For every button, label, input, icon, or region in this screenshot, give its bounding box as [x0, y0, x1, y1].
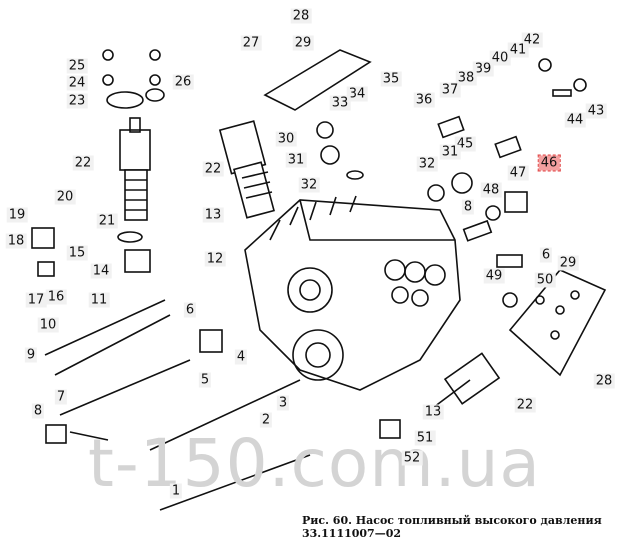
- callout-50[interactable]: 50: [534, 272, 556, 288]
- figure-caption: Рис. 60. Насос топливный высокого давлен…: [302, 514, 602, 540]
- callout-6[interactable]: 6: [183, 302, 197, 318]
- callout-25[interactable]: 25: [66, 58, 88, 74]
- callout-23[interactable]: 23: [66, 93, 88, 109]
- callout-28[interactable]: 28: [593, 373, 615, 389]
- callout-10[interactable]: 10: [37, 317, 59, 333]
- callout-29[interactable]: 29: [292, 35, 314, 51]
- callout-27[interactable]: 27: [240, 35, 262, 51]
- side-cover: [508, 269, 607, 377]
- callout-21[interactable]: 21: [96, 213, 118, 229]
- small-parts: [31, 49, 587, 444]
- callout-8[interactable]: 8: [31, 403, 45, 419]
- callout-31[interactable]: 31: [285, 152, 307, 168]
- callout-34[interactable]: 34: [346, 86, 368, 102]
- callout-22[interactable]: 22: [72, 155, 94, 171]
- pump-housing: [244, 195, 461, 391]
- callout-49[interactable]: 49: [483, 268, 505, 284]
- control-rods: [44, 299, 311, 511]
- callout-32[interactable]: 32: [416, 156, 438, 172]
- plunger-pair-left: [119, 117, 151, 221]
- callout-20[interactable]: 20: [54, 189, 76, 205]
- callout-1[interactable]: 1: [169, 483, 183, 499]
- callout-39[interactable]: 39: [472, 61, 494, 77]
- callout-11[interactable]: 11: [88, 292, 110, 308]
- callout-9[interactable]: 9: [24, 347, 38, 363]
- callout-18[interactable]: 18: [5, 233, 27, 249]
- callout-28[interactable]: 28: [290, 8, 312, 24]
- callout-12[interactable]: 12: [204, 251, 226, 267]
- callout-46-highlighted[interactable]: 46: [537, 154, 561, 172]
- top-cover: [263, 49, 372, 111]
- callout-19[interactable]: 19: [6, 207, 28, 223]
- callout-32[interactable]: 32: [298, 177, 320, 193]
- callout-31[interactable]: 31: [439, 144, 461, 160]
- callout-6[interactable]: 6: [539, 247, 553, 263]
- callout-5[interactable]: 5: [198, 372, 212, 388]
- callout-4[interactable]: 4: [234, 349, 248, 365]
- callout-52[interactable]: 52: [401, 450, 423, 466]
- callout-47[interactable]: 47: [507, 165, 529, 181]
- callout-3[interactable]: 3: [276, 395, 290, 411]
- callout-13[interactable]: 13: [202, 207, 224, 223]
- callout-17[interactable]: 17: [25, 292, 47, 308]
- callout-13[interactable]: 13: [422, 404, 444, 420]
- plunger-pair-middle: [218, 120, 275, 219]
- callout-15[interactable]: 15: [66, 245, 88, 261]
- callout-16[interactable]: 16: [45, 289, 67, 305]
- callout-35[interactable]: 35: [380, 71, 402, 87]
- callout-7[interactable]: 7: [54, 389, 68, 405]
- callout-48[interactable]: 48: [480, 182, 502, 198]
- watermark: t-150.com.ua: [88, 425, 541, 502]
- callout-44[interactable]: 44: [564, 112, 586, 128]
- callout-24[interactable]: 24: [66, 75, 88, 91]
- callout-40[interactable]: 40: [489, 50, 511, 66]
- callout-22[interactable]: 22: [514, 397, 536, 413]
- callout-22[interactable]: 22: [202, 161, 224, 177]
- callout-43[interactable]: 43: [585, 103, 607, 119]
- callout-33[interactable]: 33: [329, 95, 351, 111]
- callout-2[interactable]: 2: [259, 412, 273, 428]
- callout-41[interactable]: 41: [507, 42, 529, 58]
- plunger-pair-bottom: [429, 352, 501, 411]
- callout-51[interactable]: 51: [414, 430, 436, 446]
- callout-38[interactable]: 38: [455, 70, 477, 86]
- callout-14[interactable]: 14: [90, 263, 112, 279]
- callout-29[interactable]: 29: [557, 255, 579, 271]
- callout-26[interactable]: 26: [172, 74, 194, 90]
- callout-37[interactable]: 37: [439, 82, 461, 98]
- callout-36[interactable]: 36: [413, 92, 435, 108]
- callout-8[interactable]: 8: [461, 199, 475, 215]
- callout-30[interactable]: 30: [275, 131, 297, 147]
